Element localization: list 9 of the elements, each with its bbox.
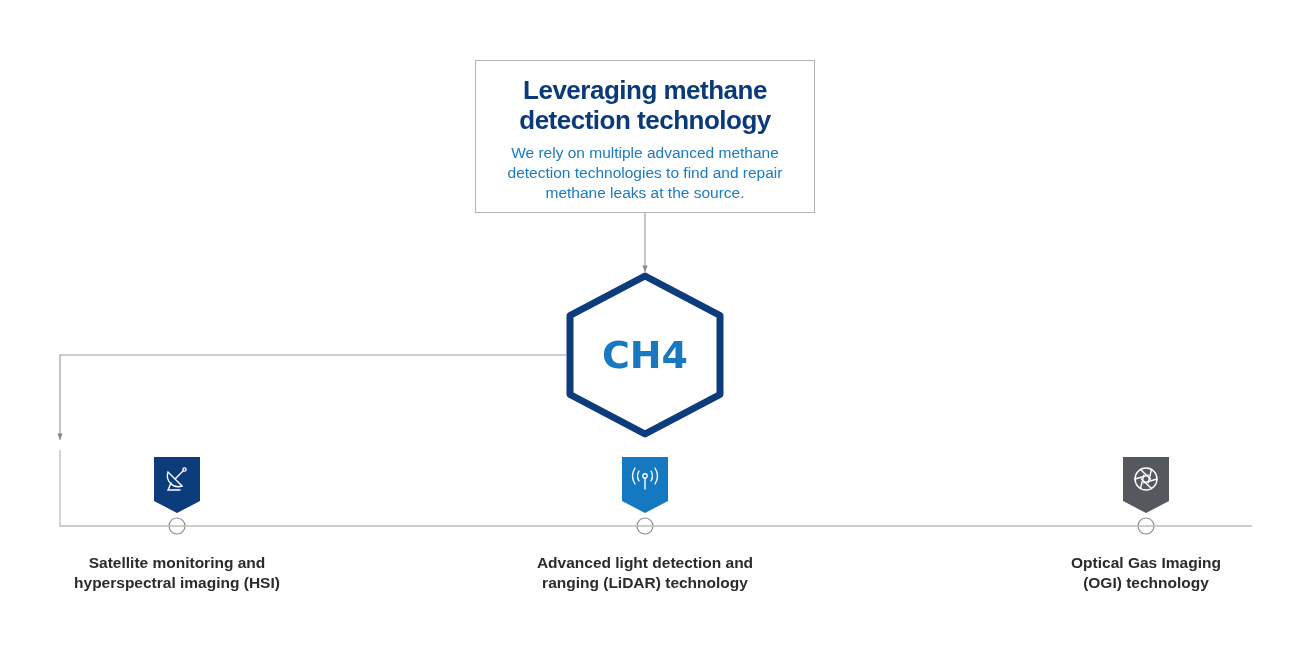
arrow: [57, 354, 567, 441]
text-card: [475, 60, 815, 213]
arrow: [642, 212, 648, 273]
technology-label: Advanced light detection and ranging (LiDAR) technology: [535, 553, 755, 593]
formula-label: CH4: [600, 332, 690, 379]
heading: Leveraging methane detection technology: [518, 75, 772, 135]
description: We rely on multiple advanced methane detection technologies to find and repair methane leaks at the source.: [506, 143, 784, 203]
technology-label: Optical Gas Imaging (OGI) technology: [1070, 553, 1222, 593]
technology-label: Satellite monitoring and hyperspectral imaging (HSI): [73, 553, 281, 593]
